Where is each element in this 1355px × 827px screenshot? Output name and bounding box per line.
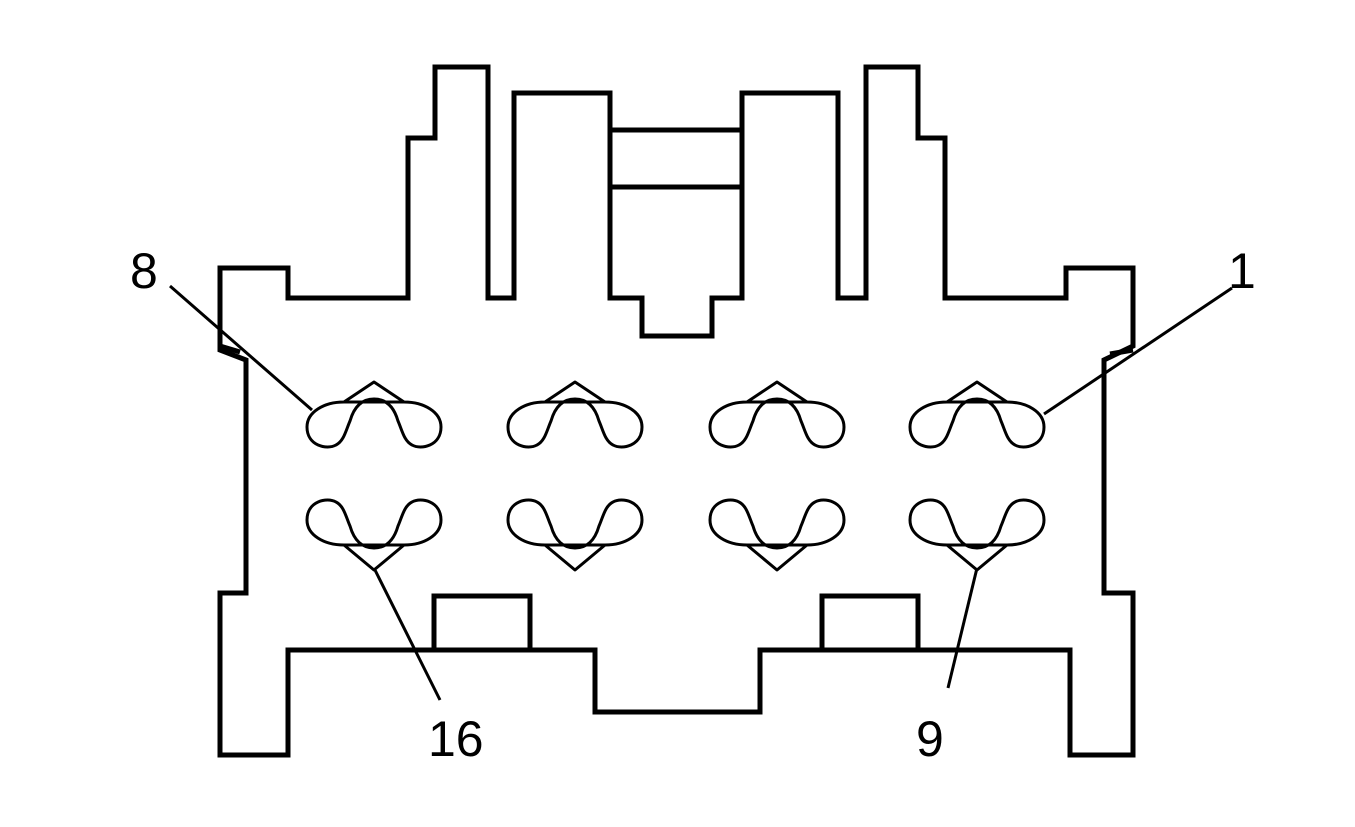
pin-label-1: 1 — [1228, 243, 1256, 299]
leader-line-8 — [169, 284, 313, 412]
terminal-cavity-1 — [908, 380, 1046, 449]
terminal-cavity-15 — [506, 498, 644, 572]
right-notch — [1109, 347, 1134, 357]
terminal-cavity-9 — [908, 498, 1046, 572]
terminal-cavity-14 — [708, 498, 846, 572]
leader-line-16 — [372, 567, 442, 701]
bottom-key-left — [431, 593, 533, 650]
pin-label-9: 9 — [916, 711, 944, 767]
terminal-cavity-6 — [708, 380, 846, 449]
left-notch — [219, 343, 241, 355]
bottom-key-right — [819, 593, 921, 650]
terminal-cavity-16 — [305, 498, 443, 572]
terminal-cavity-7 — [506, 380, 644, 449]
pin-label-8: 8 — [130, 243, 158, 299]
pin-label-16: 16 — [428, 711, 484, 767]
leader-line-9 — [946, 567, 979, 689]
latch-outline — [607, 130, 745, 339]
leader-line-1 — [1043, 286, 1233, 416]
terminal-cavity-8 — [305, 380, 443, 449]
connector-housing-outline — [217, 64, 1136, 758]
